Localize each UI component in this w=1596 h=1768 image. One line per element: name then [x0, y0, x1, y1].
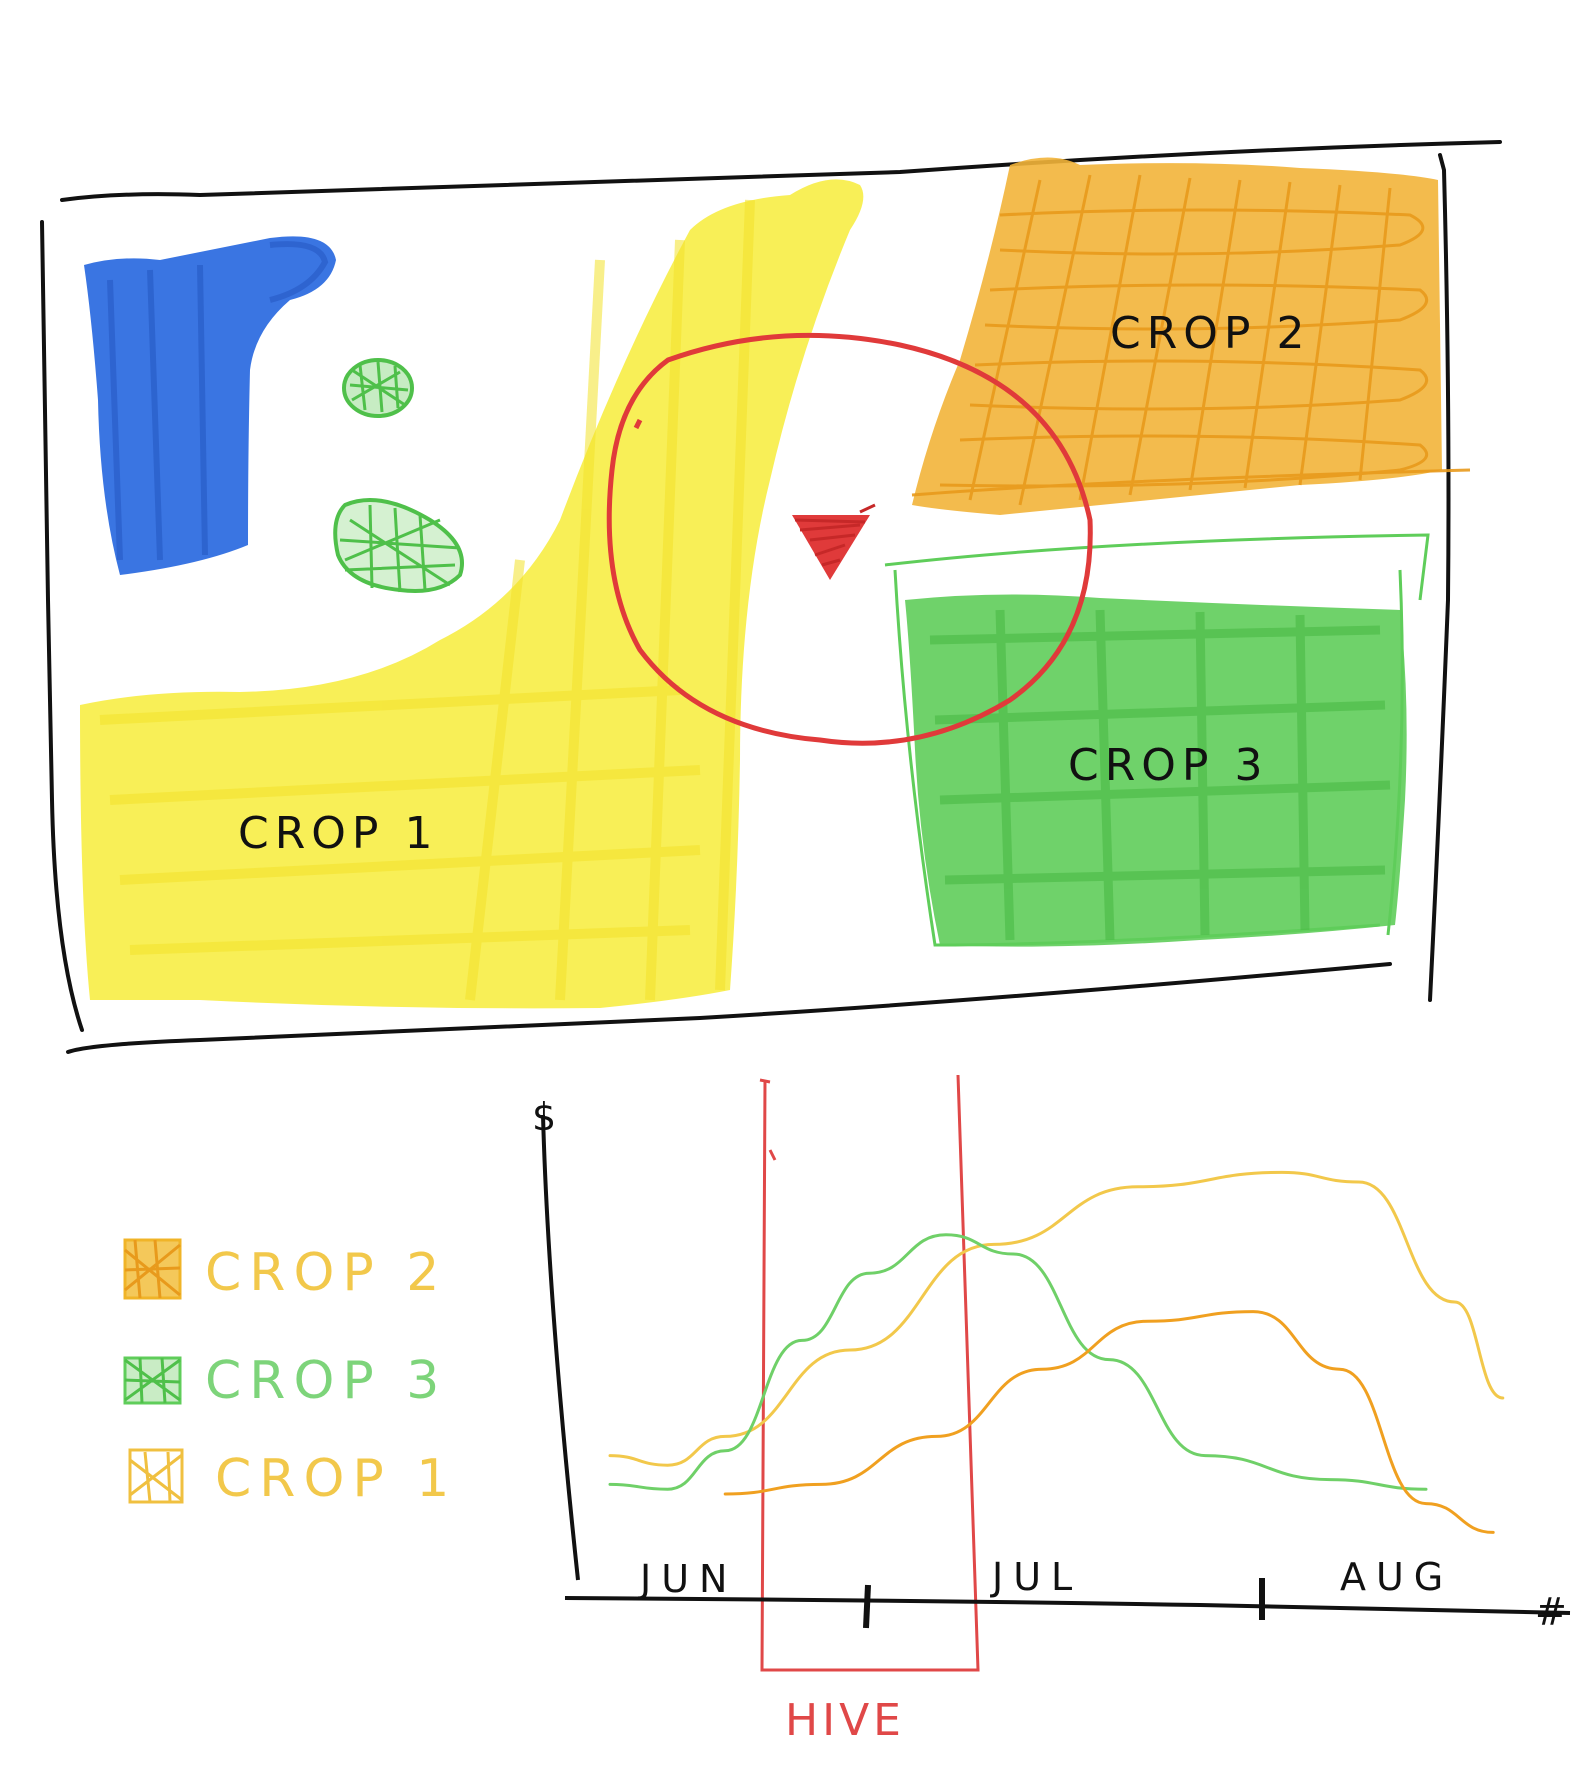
hive-window: [760, 1074, 980, 1672]
crop1-field: [80, 179, 864, 1009]
water-body: [84, 236, 336, 575]
legend: CROP 2 CROP 3 CROP 1: [123, 1238, 457, 1509]
crop2-hatch: [911, 174, 1471, 506]
x-tick-label-aug: AUG: [1340, 1555, 1453, 1599]
x-tick-label-jun: JUN: [638, 1557, 737, 1601]
x-axis-symbol: #: [1535, 1590, 1567, 1634]
farm-map: CROP 1 CROP 2 CROP 3: [40, 140, 1502, 1054]
hive-marker-icon: [792, 503, 876, 580]
tree-small: [342, 358, 414, 418]
tree-large: [333, 498, 464, 593]
crop3-strokes: [929, 609, 1391, 941]
x-tick-1: [863, 1584, 871, 1629]
legend-label-crop1: CROP 1: [215, 1449, 457, 1509]
hive-window-hook: [759, 1078, 777, 1161]
hive-range-circle: [606, 332, 1093, 746]
x-tick-label-jul: JUL: [990, 1555, 1082, 1599]
legend-swatch-crop3: [123, 1356, 182, 1405]
yield-chart: HIVE $ # JUN JUL AUG: [532, 1074, 1571, 1746]
series-line-crop-2: [608, 1170, 1505, 1467]
x-axis: [564, 1596, 1571, 1615]
crop2-label: CROP 2: [1110, 308, 1310, 359]
crop3-outline: [884, 533, 1430, 947]
chart-series-layer: [608, 1170, 1505, 1534]
water-body-strokes: [107, 241, 329, 561]
legend-label-crop3: CROP 3: [205, 1351, 447, 1411]
hive-window-label: HIVE: [785, 1695, 905, 1746]
legend-label-crop2: CROP 2: [205, 1243, 447, 1303]
crop1-strokes: [99, 199, 755, 1001]
y-axis: [541, 1114, 580, 1581]
series-line-crop-1: [723, 1310, 1495, 1534]
crop1-label: CROP 1: [238, 808, 438, 859]
crop3-label: CROP 3: [1068, 740, 1268, 791]
series-line-crop-3: [608, 1233, 1428, 1491]
hive-range-circle-tick: [633, 418, 643, 430]
legend-swatch-crop2: [123, 1238, 182, 1300]
legend-swatch-crop1: [128, 1448, 184, 1504]
y-axis-symbol: $: [532, 1095, 556, 1139]
